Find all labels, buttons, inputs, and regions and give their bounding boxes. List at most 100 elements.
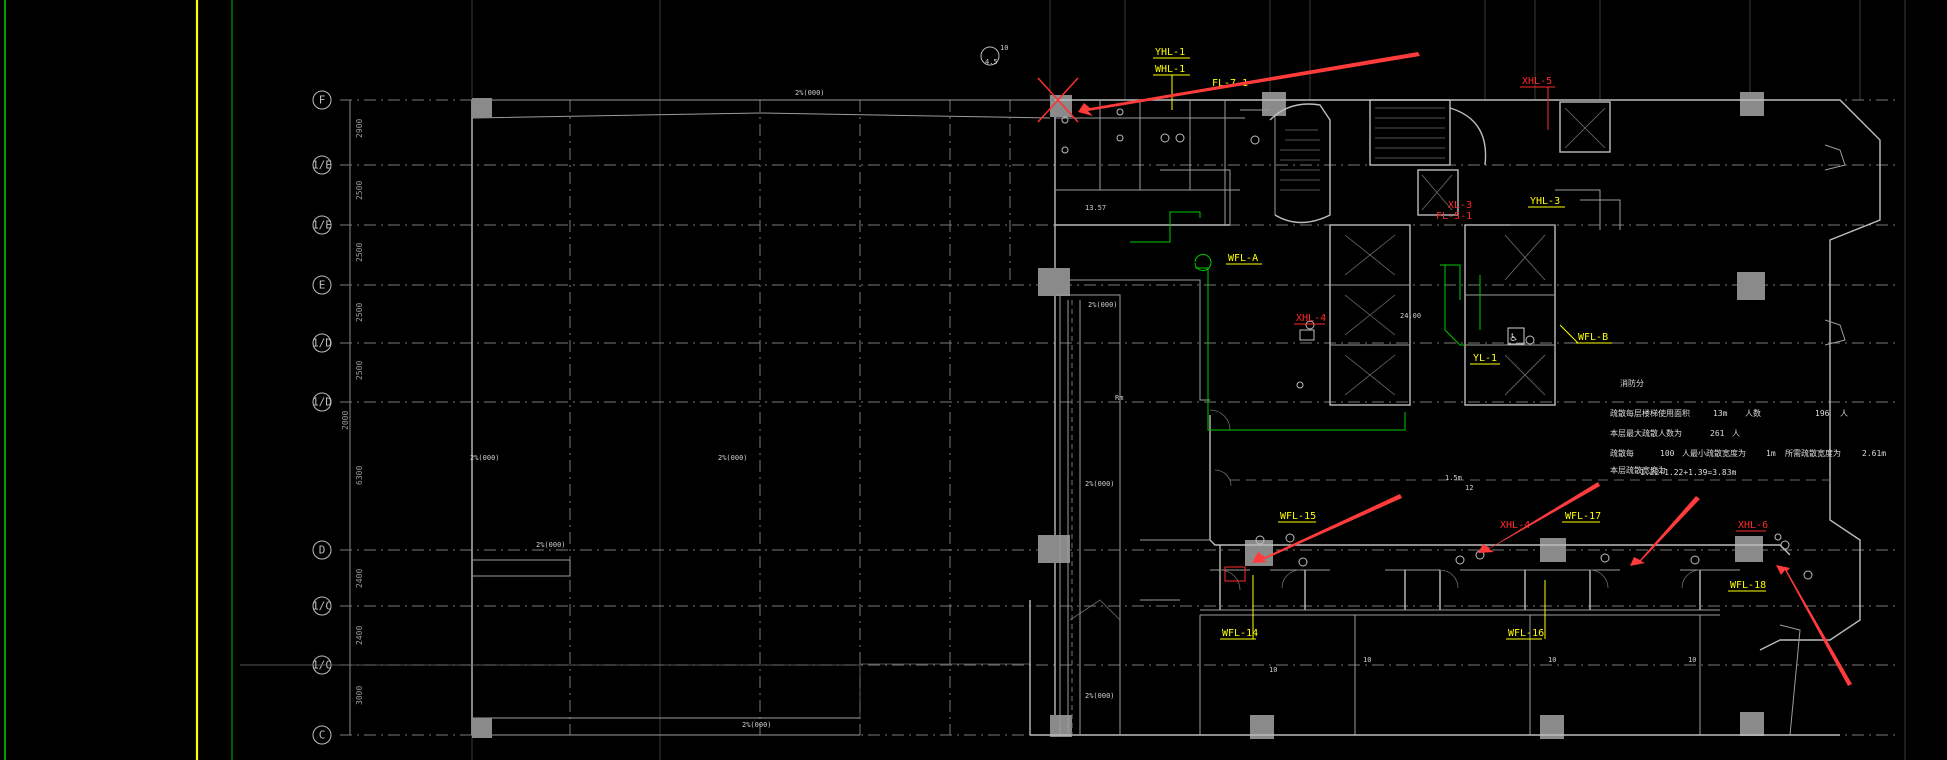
core-walls [1029, 99, 1881, 736]
svg-text:1/D: 1/D [312, 337, 332, 350]
svg-text:1/E: 1/E [312, 159, 332, 172]
svg-text:YHL-3: YHL-3 [1530, 196, 1560, 207]
svg-text:D: D [319, 544, 326, 557]
axis-bubble-1C-a: 1/C [312, 596, 332, 616]
svg-text:10: 10 [1269, 666, 1277, 674]
svg-text:疏散每: 疏散每 [1610, 448, 1634, 458]
review-arrow-3 [1478, 482, 1600, 553]
axis-bubble-1D-b: 1/D [312, 392, 332, 412]
svg-text:FL-7-1: FL-7-1 [1212, 78, 1248, 89]
svg-text:1/E: 1/E [312, 219, 332, 232]
restroom-fixtures [1061, 108, 1813, 580]
svg-text:2%(000): 2%(000) [1085, 692, 1115, 700]
svg-text:2400: 2400 [355, 569, 364, 588]
svg-text:Rm: Rm [1115, 394, 1123, 402]
axis-bubble-F: F [312, 90, 332, 110]
svg-text:♿: ♿ [1510, 330, 1517, 344]
svg-text:2000: 2000 [341, 411, 350, 430]
axis-bubble-E: E [312, 275, 332, 295]
svg-text:100: 100 [1660, 449, 1675, 458]
green-pipes [1130, 211, 1481, 431]
svg-text:XHL-6: XHL-6 [1738, 520, 1768, 531]
svg-text:2%(000): 2%(000) [470, 454, 500, 462]
yellow-pipe-tags: YHL-1 WHL-1 FL-7-1 WFL-A YHL-3 WFL-B YL-… [1153, 47, 1766, 640]
svg-text:24.00: 24.00 [1400, 312, 1421, 320]
red-x-mark [1037, 77, 1079, 123]
review-arrows [1078, 52, 1852, 686]
svg-text:2500: 2500 [355, 243, 364, 262]
svg-text:2%(000): 2%(000) [795, 89, 825, 97]
svg-text:FL-5-1: FL-5-1 [1436, 211, 1472, 222]
left-hall-outline [240, 99, 1056, 736]
review-arrow-4 [1630, 496, 1700, 566]
svg-text:人最小疏散宽度为: 人最小疏散宽度为 [1682, 448, 1746, 458]
axis-bubble-D: D [312, 540, 332, 560]
svg-text:4.5: 4.5 [985, 58, 998, 66]
axis-bubble-C: C [312, 725, 332, 745]
svg-text:XL-3: XL-3 [1448, 200, 1472, 211]
row-dimension-chain: 2900 2500 2500 2500 2500 2000 6300 2400 … [341, 100, 364, 735]
svg-text:消防分: 消防分 [1620, 378, 1644, 388]
svg-text:人: 人 [1840, 409, 1848, 418]
svg-text:WHL-1: WHL-1 [1155, 64, 1185, 75]
svg-text:本层疏散宽度为: 本层疏散宽度为 [1610, 465, 1666, 475]
svg-text:疏散每层楼梯使用面积: 疏散每层楼梯使用面积 [1610, 408, 1690, 418]
svg-text:YHL-1: YHL-1 [1155, 47, 1185, 58]
misc-dimension-labels: 2%(000) 2%(000) 2%(000) 2%(000) 2%(000) … [470, 89, 1696, 729]
svg-text:2900: 2900 [355, 119, 364, 138]
svg-text:XHL-4: XHL-4 [1296, 313, 1326, 324]
review-arrow-1 [1078, 52, 1420, 116]
svg-text:YL-1: YL-1 [1473, 353, 1497, 364]
svg-text:1.5m: 1.5m [1445, 474, 1462, 482]
svg-text:1m: 1m [1766, 449, 1776, 458]
svg-text:WFL-17: WFL-17 [1565, 511, 1601, 522]
svg-text:WFL-B: WFL-B [1578, 332, 1608, 343]
svg-text:13.57: 13.57 [1085, 204, 1106, 212]
svg-text:196: 196 [1815, 409, 1830, 418]
svg-text:6300: 6300 [355, 466, 364, 485]
svg-text:WFL-15: WFL-15 [1280, 511, 1316, 522]
axis-bubbles: F 1/E 1/E E 1/D 1/D D 1/C 1/C C [312, 90, 332, 745]
svg-text:WFL-18: WFL-18 [1730, 580, 1766, 591]
svg-text:2400: 2400 [355, 626, 364, 645]
svg-text:1/C: 1/C [312, 600, 332, 613]
svg-text:2%(000): 2%(000) [1088, 301, 1118, 309]
svg-text:2500: 2500 [355, 181, 364, 200]
svg-text:2500: 2500 [355, 361, 364, 380]
svg-text:1.22+1.22+1.39=3.83m: 1.22+1.22+1.39=3.83m [1640, 468, 1737, 477]
vertical-grid [569, 100, 1011, 735]
svg-text:WFL-14: WFL-14 [1222, 628, 1258, 639]
svg-text:XHL-5: XHL-5 [1522, 76, 1552, 87]
svg-text:10: 10 [1000, 44, 1008, 52]
axis-bubble-1D-a: 1/D [312, 333, 332, 353]
review-arrow-2 [1252, 494, 1402, 563]
svg-text:10: 10 [1688, 656, 1696, 664]
structural-columns [472, 92, 1765, 739]
svg-text:所需疏散宽度为: 所需疏散宽度为 [1785, 448, 1841, 458]
svg-text:WFL-A: WFL-A [1228, 253, 1258, 264]
svg-text:F: F [319, 94, 326, 107]
svg-text:2%(000): 2%(000) [1085, 480, 1115, 488]
accessible-icon: ♿ [1507, 327, 1525, 345]
svg-text:1/D: 1/D [312, 396, 332, 409]
svg-text:2.61m: 2.61m [1862, 449, 1886, 458]
svg-text:本层最大疏散人数为: 本层最大疏散人数为 [1610, 428, 1682, 438]
svg-text:人数: 人数 [1745, 408, 1761, 418]
svg-text:人: 人 [1732, 429, 1740, 438]
svg-text:3000: 3000 [355, 686, 364, 705]
svg-text:2%(000): 2%(000) [718, 454, 748, 462]
review-arrow-5 [1776, 565, 1852, 686]
svg-text:WFL-16: WFL-16 [1508, 628, 1544, 639]
svg-text:E: E [319, 279, 326, 292]
svg-text:C: C [319, 729, 326, 742]
svg-text:12: 12 [1465, 484, 1473, 492]
axis-bubble-1E-a: 1/E [312, 155, 332, 175]
svg-text:10: 10 [1548, 656, 1556, 664]
svg-text:10: 10 [1363, 656, 1371, 664]
small-annotations: 10 4.5 13.57 24.00 1.5m 12 Rm [980, 44, 1473, 492]
axis-bubble-1E-b: 1/E [312, 215, 332, 235]
evacuation-info-block: 消防分 疏散每层楼梯使用面积 13m 人数 196 人 本层最大疏散人数为 26… [1610, 378, 1886, 477]
svg-text:261: 261 [1710, 429, 1725, 438]
red-pipe-tags: XHL-5 XL-3 FL-5-1 XHL-4 XHL-4 XHL-6 [1224, 76, 1768, 582]
